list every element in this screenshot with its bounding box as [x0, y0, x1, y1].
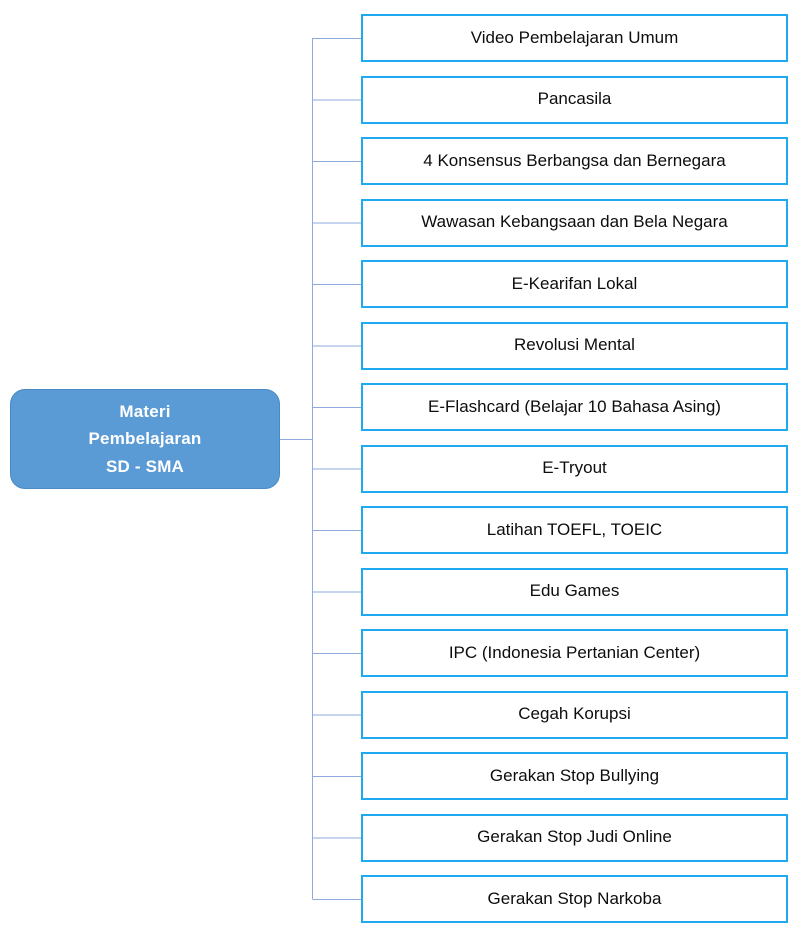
child-node-label: Wawasan Kebangsaan dan Bela Negara: [421, 212, 728, 232]
child-node-label: Edu Games: [529, 581, 620, 601]
root-node[interactable]: Materi Pembelajaran SD - SMA: [10, 389, 280, 489]
child-node-label: Gerakan Stop Narkoba: [487, 888, 662, 908]
child-node[interactable]: IPC (Indonesia Pertanian Center): [361, 629, 788, 677]
child-node-label: Cegah Korupsi: [518, 704, 631, 724]
child-node[interactable]: 4 Konsensus Berbangsa dan Bernegara: [361, 137, 788, 185]
child-node-label: Revolusi Mental: [514, 335, 635, 355]
child-node[interactable]: Gerakan Stop Bullying: [361, 752, 788, 800]
root-label-line-2: Pembelajaran: [88, 429, 202, 449]
child-node[interactable]: E-Flashcard (Belajar 10 Bahasa Asing): [361, 383, 788, 431]
child-node[interactable]: E-Kearifan Lokal: [361, 260, 788, 308]
child-node-label: Latihan TOEFL, TOEIC: [486, 519, 663, 539]
child-node[interactable]: Revolusi Mental: [361, 321, 788, 370]
root-label-line-1: Materi: [119, 402, 171, 422]
child-node[interactable]: Cegah Korupsi: [361, 690, 788, 739]
child-node[interactable]: Wawasan Kebangsaan dan Bela Negara: [361, 198, 788, 247]
child-node[interactable]: Gerakan Stop Narkoba: [361, 875, 788, 923]
child-node-label: Gerakan Stop Judi Online: [477, 827, 672, 847]
child-node[interactable]: Pancasila: [361, 75, 788, 124]
child-node[interactable]: Gerakan Stop Judi Online: [361, 813, 788, 862]
child-node-label: E-Tryout: [542, 458, 607, 478]
child-node[interactable]: E-Tryout: [361, 444, 788, 493]
child-node[interactable]: Latihan TOEFL, TOEIC: [361, 506, 788, 554]
root-label-line-3: SD - SMA: [105, 456, 185, 476]
child-node[interactable]: Video Pembelajaran Umum: [361, 14, 788, 62]
child-node-label: Pancasila: [537, 89, 612, 109]
child-node[interactable]: Edu Games: [361, 567, 788, 616]
child-node-label: Gerakan Stop Bullying: [489, 765, 660, 785]
child-node-label: E-Flashcard (Belajar 10 Bahasa Asing): [428, 396, 721, 416]
child-node-label: E-Kearifan Lokal: [511, 273, 638, 293]
child-node-label: IPC (Indonesia Pertanian Center): [448, 642, 701, 662]
child-node-label: Video Pembelajaran Umum: [470, 27, 679, 47]
child-node-label: 4 Konsensus Berbangsa dan Bernegara: [423, 150, 726, 170]
